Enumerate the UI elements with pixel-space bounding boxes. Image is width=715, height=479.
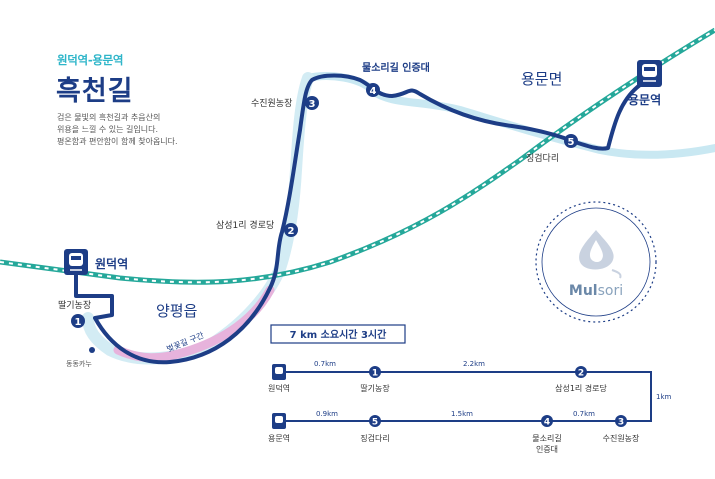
logo-mul: Mul	[569, 283, 598, 299]
waypoint-marker-2: 2	[284, 223, 298, 237]
station-label-start: 원덕역	[95, 256, 128, 271]
mulsori-logo: Mulsori	[535, 201, 657, 323]
region-label: 양평읍	[156, 302, 197, 320]
summary-label: 삼성1리 경로당	[555, 383, 607, 393]
summary-distance: 0.7km	[573, 410, 595, 418]
svg-text:2: 2	[288, 226, 295, 237]
summary-distance: 0.9km	[316, 410, 338, 418]
summary-title-box	[270, 324, 406, 344]
waypoint-marker-4: 4	[366, 83, 380, 97]
summary-label: 용문역	[268, 433, 290, 443]
region-label: 용문면	[521, 70, 562, 88]
summary-marker-3	[615, 415, 627, 427]
summary-distance: 0.7km	[314, 360, 336, 368]
summary-label: 딸기농장	[360, 383, 390, 393]
svg-text:Mulsori: Mulsori	[569, 283, 623, 299]
svg-text:1: 1	[372, 369, 378, 379]
description-line: 검은 물빛의 흑천길과 추읍산의	[57, 113, 161, 122]
place-label: 동동카누	[66, 359, 92, 368]
svg-text:3: 3	[309, 99, 316, 110]
summary-station-icon	[272, 413, 286, 429]
course-subtitle: 원덕역-용문역	[57, 53, 124, 67]
river	[82, 72, 314, 365]
svg-text:4: 4	[370, 86, 377, 97]
place-dot	[89, 347, 95, 353]
svg-text:4: 4	[544, 418, 550, 428]
summary-marker-5	[369, 415, 381, 427]
route-summary: 7 km 소요시간 3시간 원덕역 0.7km 1 딸기농장 2.2km 2 삼…	[268, 324, 672, 454]
summary-label: 원덕역	[268, 383, 290, 393]
train-station-icon	[637, 60, 662, 87]
description-line: 평온함과 편안함이 함께 찾아옵니다.	[57, 137, 178, 146]
svg-text:1: 1	[75, 317, 82, 328]
course-title: 흑천길	[56, 76, 134, 107]
summary-label: 수진원농장	[603, 433, 640, 443]
summary-distance: 1km	[656, 393, 672, 401]
waypoint-label: 삼성1리 경로당	[216, 219, 274, 231]
summary-label: 물소리길	[532, 434, 561, 443]
summary-marker-2	[575, 366, 587, 378]
summary-distance: 2.2km	[463, 360, 485, 368]
waypoint-label: 딸기농장	[58, 299, 91, 311]
svg-text:5: 5	[372, 418, 378, 428]
waypoint-marker-1: 1	[71, 314, 85, 328]
logo-sori: sori	[598, 283, 624, 299]
summary-title: 7 km 소요시간 3시간	[290, 328, 387, 341]
railway-line	[0, 27, 715, 285]
svg-text:3: 3	[618, 418, 624, 428]
summary-marker-1	[369, 366, 381, 378]
summary-label: 인증대	[536, 444, 558, 454]
waypoint-label: 징검다리	[526, 152, 559, 164]
summary-distance: 1.5km	[451, 410, 473, 418]
waypoint-label: 수진원농장	[251, 98, 292, 109]
summary-route-line	[279, 371, 652, 422]
description-line: 위용을 느낄 수 있는 길입니다.	[57, 125, 159, 134]
summary-label: 징검다리	[360, 433, 389, 443]
svg-text:2: 2	[578, 369, 584, 379]
summary-marker-4	[541, 415, 553, 427]
station-label-end: 용문역	[628, 92, 661, 107]
course-description: 검은 물빛의 흑천길과 추읍산의 위용을 느낄 수 있는 길입니다. 평온함과 …	[57, 112, 227, 148]
summary-station-icon	[272, 364, 286, 380]
waypoint-marker-3: 3	[305, 96, 319, 110]
train-station-icon	[64, 249, 88, 275]
waypoint-marker-5: 5	[564, 134, 578, 148]
svg-text:5: 5	[568, 137, 575, 148]
waypoint-label: 물소리길 인증대	[362, 61, 430, 74]
